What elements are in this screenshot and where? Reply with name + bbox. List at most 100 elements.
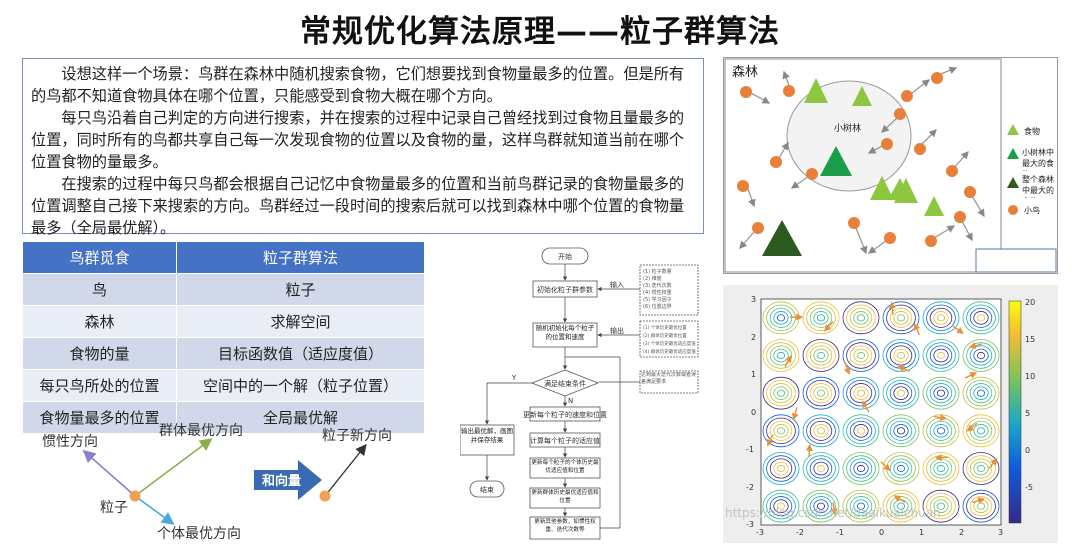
legend-food-icon bbox=[1007, 124, 1019, 135]
contour-line bbox=[853, 386, 869, 400]
new-direction-arrow bbox=[324, 443, 367, 497]
table-cell: 目标函数值（适应度值） bbox=[176, 337, 425, 370]
bird-dot bbox=[964, 186, 976, 198]
contour-line bbox=[886, 492, 916, 520]
contour-line bbox=[853, 424, 869, 438]
bird-dot bbox=[737, 180, 749, 192]
contour-line bbox=[809, 420, 833, 441]
contour-line bbox=[922, 301, 960, 335]
bird-dot bbox=[881, 138, 893, 150]
contour-line bbox=[849, 383, 873, 404]
legend-grove-food-icon bbox=[1007, 148, 1019, 159]
contour-line bbox=[849, 458, 873, 479]
table-cell: 森林 bbox=[21, 305, 178, 338]
contour-line bbox=[809, 496, 833, 517]
contour-line bbox=[969, 458, 993, 479]
x-axis-tick: -2 bbox=[796, 528, 804, 537]
flow-output-item: (2) 群体历史最优位置 bbox=[643, 332, 687, 339]
table-cell: 空间中的一个解（粒子位置） bbox=[176, 369, 425, 402]
contour-line bbox=[809, 307, 833, 328]
food-triangle bbox=[852, 86, 872, 106]
flow-update-personal-text: 更新每个粒子的个体历史最优适应值和位置 bbox=[531, 460, 599, 474]
intro-paragraph-2: 每只鸟沿着自己判定的方向进行搜索，并在搜索的过程中记录自己曾经找到过食物且量最多… bbox=[31, 109, 685, 171]
bird-dot bbox=[806, 168, 818, 180]
flow-output-label: 输出 bbox=[610, 326, 624, 335]
velocity-vector-diagram: 惯性方向 群体最优方向 粒子 个体最优方向 和向量 粒子新方向 bbox=[42, 423, 392, 542]
contour-line bbox=[973, 311, 989, 325]
inertia-label: 惯性方向 bbox=[42, 433, 98, 450]
flow-param-item: (1) 粒子数量 bbox=[643, 268, 672, 275]
contour-line bbox=[802, 339, 840, 372]
table-row: 食物的量 目标函数值（适应度值） bbox=[21, 337, 425, 370]
contour-line bbox=[773, 386, 789, 400]
contour-line bbox=[769, 345, 793, 366]
intro-paragraph-3: 在搜索的过程中每只鸟都会根据自己记忆中食物量最多的位置和当前鸟群记录的食物量最多… bbox=[31, 175, 685, 237]
new-particle-dot bbox=[319, 490, 331, 502]
contour-line bbox=[802, 414, 840, 448]
particle-velocity-arrow bbox=[893, 495, 906, 503]
particle-velocity-arrow bbox=[933, 414, 948, 422]
contour-line bbox=[896, 351, 905, 360]
contour-line bbox=[766, 342, 796, 369]
contour-line bbox=[929, 420, 953, 441]
y-axis-tick: -1 bbox=[746, 445, 754, 454]
contour-line bbox=[762, 414, 800, 448]
contour-line bbox=[846, 492, 876, 520]
contour-line bbox=[936, 351, 945, 360]
contour-line bbox=[766, 417, 796, 445]
contour-line bbox=[849, 307, 873, 328]
group-best-arrow bbox=[134, 438, 213, 497]
contour-line bbox=[889, 383, 913, 404]
flow-init-random bbox=[532, 322, 598, 348]
contour-line bbox=[813, 461, 829, 476]
contour-line bbox=[896, 314, 905, 322]
contour-line bbox=[766, 455, 796, 482]
particle-velocity-arrow bbox=[934, 454, 949, 462]
contour-line bbox=[777, 314, 786, 322]
forest-legend: 食物 小树林中最大的食物 整个森林中最大的食物 小鸟 bbox=[1007, 124, 1054, 215]
contour-plot-panel: 20 15 10 5 0 -5 3 2 1 0 -1 -2 -3 -3 -2 -… bbox=[723, 285, 1058, 543]
table-cell: 食物的量 bbox=[21, 337, 178, 370]
table-header-pso: 粒子群算法 bbox=[176, 241, 425, 274]
colorbar-tick: -5 bbox=[1025, 483, 1033, 492]
flow-output-result bbox=[460, 424, 515, 456]
contour-line bbox=[773, 311, 789, 325]
particle-label: 粒子 bbox=[100, 500, 128, 516]
contour-line bbox=[813, 311, 829, 325]
forest-diagram: 森林 小树林 bbox=[724, 58, 1057, 273]
particle-velocity-arrow bbox=[988, 458, 998, 469]
contour-line bbox=[936, 502, 945, 510]
contour-line bbox=[849, 496, 873, 517]
contour-line bbox=[817, 502, 826, 510]
particle-velocity-arrow bbox=[824, 321, 834, 332]
contour-line bbox=[817, 389, 826, 397]
food-triangle bbox=[924, 196, 944, 216]
flow-calc-fitness-text: 计算每个粒子的适应值 bbox=[530, 436, 600, 445]
contour-line bbox=[966, 492, 996, 520]
flow-update-global-text: 更新群体历史最优适应值和位置 bbox=[531, 490, 599, 504]
particle-velocity-arrow bbox=[952, 325, 964, 334]
x-axis-tick: 3 bbox=[998, 528, 1003, 537]
contour-line bbox=[853, 461, 869, 476]
flow-update-params-text: 更新其他参数，如惯性权重、迭代次数等 bbox=[534, 519, 596, 533]
x-axis-tick: 0 bbox=[879, 528, 884, 537]
contour-line bbox=[856, 314, 865, 322]
sum-arrow-shape: 和向量 bbox=[254, 460, 322, 500]
contour-line bbox=[817, 427, 826, 435]
contour-line bbox=[777, 464, 786, 473]
particle-velocity-arrow bbox=[791, 407, 799, 421]
particle-velocity-arrow bbox=[880, 461, 891, 472]
contour-line bbox=[802, 489, 840, 523]
contour-line bbox=[853, 311, 869, 325]
contour-line bbox=[769, 458, 793, 479]
table-cell: 食物量最多的位置 bbox=[21, 401, 178, 434]
legend-blank-box bbox=[975, 248, 1057, 273]
contour-line bbox=[962, 376, 1000, 410]
contour-line bbox=[889, 345, 913, 366]
colorbar-tick: 20 bbox=[1025, 298, 1035, 307]
contour-line bbox=[896, 502, 905, 510]
intro-text-box: 设想这样一个场景：鸟群在森林中随机搜索食物，它们想要找到食物量最多的位置。但是所… bbox=[22, 58, 704, 237]
particle-velocity-arrow bbox=[972, 497, 986, 504]
y-axis-tick: 0 bbox=[751, 408, 756, 417]
food-triangle bbox=[804, 78, 828, 103]
